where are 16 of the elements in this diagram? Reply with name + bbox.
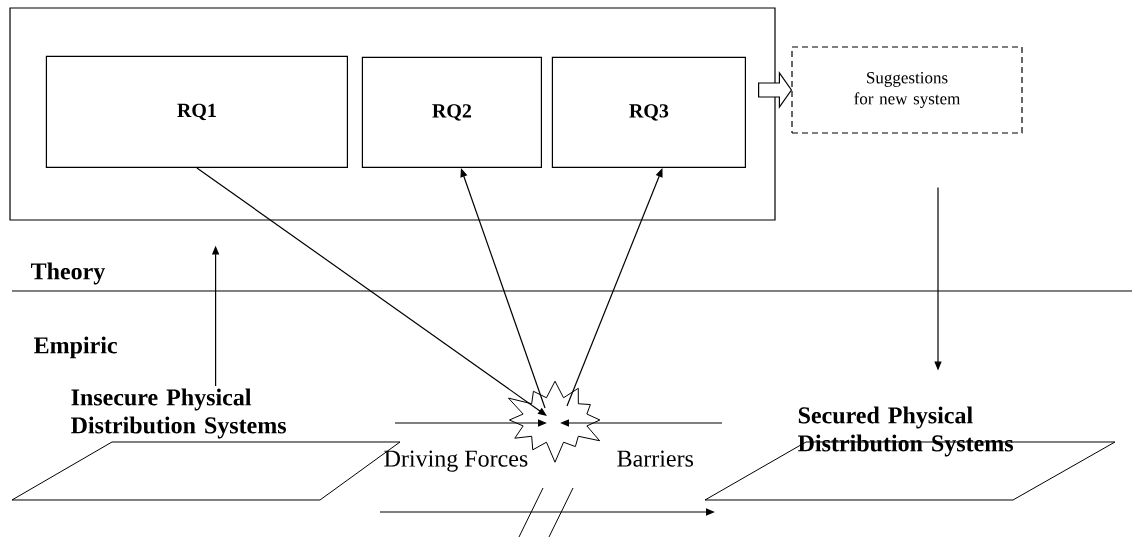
arrow bbox=[566, 168, 663, 407]
label: Driving Forces bbox=[384, 450, 528, 472]
label: Theory bbox=[31, 262, 106, 285]
dashed-box: Suggestions for new system bbox=[791, 46, 1023, 134]
parallelogram: Secured Physical Distribution Systems bbox=[704, 406, 1116, 501]
node-label: Insecure Physical Distribution Systems bbox=[71, 388, 287, 439]
arrow bbox=[460, 168, 546, 409]
label: Empiric bbox=[34, 336, 117, 359]
label: Barriers bbox=[617, 450, 694, 467]
question-box: RQ1 bbox=[45, 55, 348, 168]
question-box: RQ2 bbox=[361, 56, 542, 168]
frame-box bbox=[9, 7, 776, 221]
block-arrow bbox=[758, 71, 793, 109]
arrow bbox=[196, 167, 547, 416]
question-box: RQ3 bbox=[551, 56, 746, 168]
node-label: Secured Physical bbox=[798, 406, 973, 429]
